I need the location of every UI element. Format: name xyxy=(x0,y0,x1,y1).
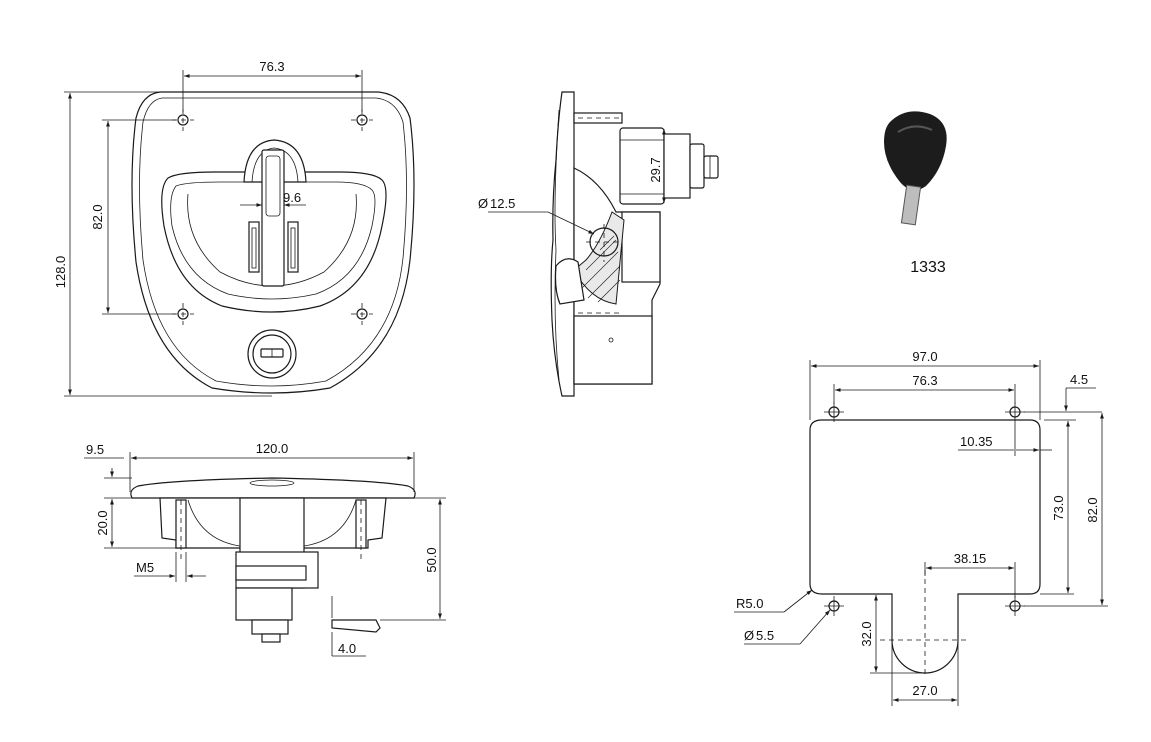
side-view: 29.7 12.5 Ø xyxy=(478,91,719,397)
cutout-hole-tl xyxy=(824,402,844,422)
cutout-dim-hole-height-text: 82.0 xyxy=(1085,497,1100,522)
front-hole-tl xyxy=(172,109,194,131)
side-dim-cylinder: 29.7 xyxy=(648,129,666,203)
side-flange-edge xyxy=(554,109,560,381)
cutout-dim-radius: R5.0 xyxy=(734,589,813,613)
bottom-dim-depth-text: 20.0 xyxy=(95,510,110,535)
cutout-hole-bl xyxy=(824,596,844,616)
bottom-dim-thread-text: M5 xyxy=(136,560,154,575)
cutout-view: 97.0 76.3 4.5 10.35 73.0 xyxy=(734,349,1108,706)
cutout-dim-edge-text: 4.5 xyxy=(1070,372,1088,387)
side-lever-lip xyxy=(554,258,585,305)
cutout-dim-slot-offset-text: 38.15 xyxy=(954,551,987,566)
key-blade xyxy=(900,184,922,226)
side-cylinder-collar xyxy=(663,133,691,199)
front-hole-tr xyxy=(351,109,373,131)
front-handle-left-tab xyxy=(248,221,260,273)
cutout-dim-width: 97.0 xyxy=(809,349,1041,420)
cutout-dim-hole-dia: Ø 5.5 xyxy=(744,609,831,645)
cutout-dim-slot-offset: 38.15 xyxy=(924,551,1016,598)
cutout-dim-width-text: 97.0 xyxy=(912,349,937,364)
front-handle-lever xyxy=(261,149,285,287)
front-dim-top-width: 76.3 xyxy=(182,59,363,112)
bottom-dim-total-depth: 50.0 xyxy=(380,497,446,621)
key-head xyxy=(884,111,947,191)
side-dim-pivot-text: 12.5 xyxy=(490,196,515,211)
front-dim-handle-text: 9.6 xyxy=(283,190,301,205)
front-handle-grip xyxy=(265,155,281,217)
key-illustration: 1333 xyxy=(884,111,947,276)
front-handle-right-tab xyxy=(287,221,299,273)
cutout-dim-hole-dia-text: 5.5 xyxy=(756,628,774,643)
bottom-view: 120.0 9.5 20.0 M5 50.0 xyxy=(84,441,446,657)
front-dim-total-height: 128.0 xyxy=(53,91,272,397)
key-label: 1333 xyxy=(910,259,946,276)
front-recess-inner xyxy=(170,181,376,300)
front-dim-total-height-text: 128.0 xyxy=(53,256,68,289)
cutout-dim-slot-width: 27.0 xyxy=(891,640,959,706)
bottom-dim-flange: 9.5 xyxy=(84,442,132,499)
front-handle-right-slot xyxy=(290,227,296,269)
side-dim-pivot-dia-symbol: Ø xyxy=(478,196,488,211)
bottom-dim-total-depth-text: 50.0 xyxy=(424,547,439,572)
bottom-lever-tip xyxy=(331,619,381,633)
front-handle-left-slot xyxy=(251,227,257,269)
front-lock-cylinder xyxy=(247,329,297,379)
front-recess xyxy=(161,171,387,313)
front-inner-body xyxy=(139,97,407,387)
front-dim-top-width-text: 76.3 xyxy=(259,59,284,74)
bottom-housing-band xyxy=(235,565,307,581)
front-dim-handle: 9.6 xyxy=(240,190,306,207)
side-dim-pivot: 12.5 Ø xyxy=(478,196,595,235)
cutout-dim-hole-height: 82.0 xyxy=(1024,413,1108,607)
bottom-dim-flange-text: 9.5 xyxy=(86,442,104,457)
front-dim-height-text: 82.0 xyxy=(90,204,105,229)
cutout-dim-hole-spacing-text: 76.3 xyxy=(912,373,937,388)
bottom-dim-thread: M5 xyxy=(134,552,206,582)
cutout-dim-hole-spacing: 76.3 xyxy=(833,373,1016,404)
front-view: 76.3 82.0 128.0 9.6 xyxy=(53,59,415,397)
cutout-dim-radius-text: R5.0 xyxy=(736,596,763,611)
cutout-dim-body-height: 73.0 xyxy=(1040,421,1074,595)
cutout-hole-tr xyxy=(1005,402,1025,422)
bottom-dim-offset-text: 4.0 xyxy=(338,641,356,656)
cutout-dim-inset: 10.35 xyxy=(958,422,1052,456)
front-outer-body xyxy=(131,91,415,394)
bottom-cylinder-end xyxy=(261,633,281,643)
front-dim-height: 82.0 xyxy=(90,119,176,315)
cutout-dim-body-height-text: 73.0 xyxy=(1051,495,1066,520)
side-cylinder-nut xyxy=(689,143,705,189)
side-cylinder-end xyxy=(703,155,719,179)
cutout-hole-br xyxy=(1005,596,1025,616)
cutout-dim-slot-width-text: 27.0 xyxy=(912,683,937,698)
front-handle-top-inner xyxy=(251,147,299,183)
cutout-outline xyxy=(809,419,1041,674)
bottom-dim-offset: 4.0 xyxy=(331,596,366,657)
bottom-dim-depth: 20.0 xyxy=(95,499,176,549)
side-dim-cylinder-text: 29.7 xyxy=(648,157,663,182)
cutout-dim-slot-depth: 32.0 xyxy=(859,593,925,674)
side-flange xyxy=(550,91,575,397)
side-section-hatch xyxy=(573,211,625,305)
cutout-dim-inset-text: 10.35 xyxy=(960,434,993,449)
side-housing-block xyxy=(621,211,661,283)
bottom-dim-overall-width: 120.0 xyxy=(129,441,415,492)
bottom-cylinder-nut xyxy=(251,619,289,635)
cutout-dim-edge: 4.5 xyxy=(1024,372,1102,421)
front-hole-br xyxy=(351,303,373,325)
bottom-cylinder xyxy=(235,587,293,621)
side-lower-body xyxy=(573,315,653,385)
cutout-dim-slot-depth-text: 32.0 xyxy=(859,621,874,646)
bottom-flange xyxy=(130,477,416,499)
bottom-dim-overall-width-text: 120.0 xyxy=(256,441,289,456)
cutout-dim-hole-dia-symbol: Ø xyxy=(744,628,754,643)
